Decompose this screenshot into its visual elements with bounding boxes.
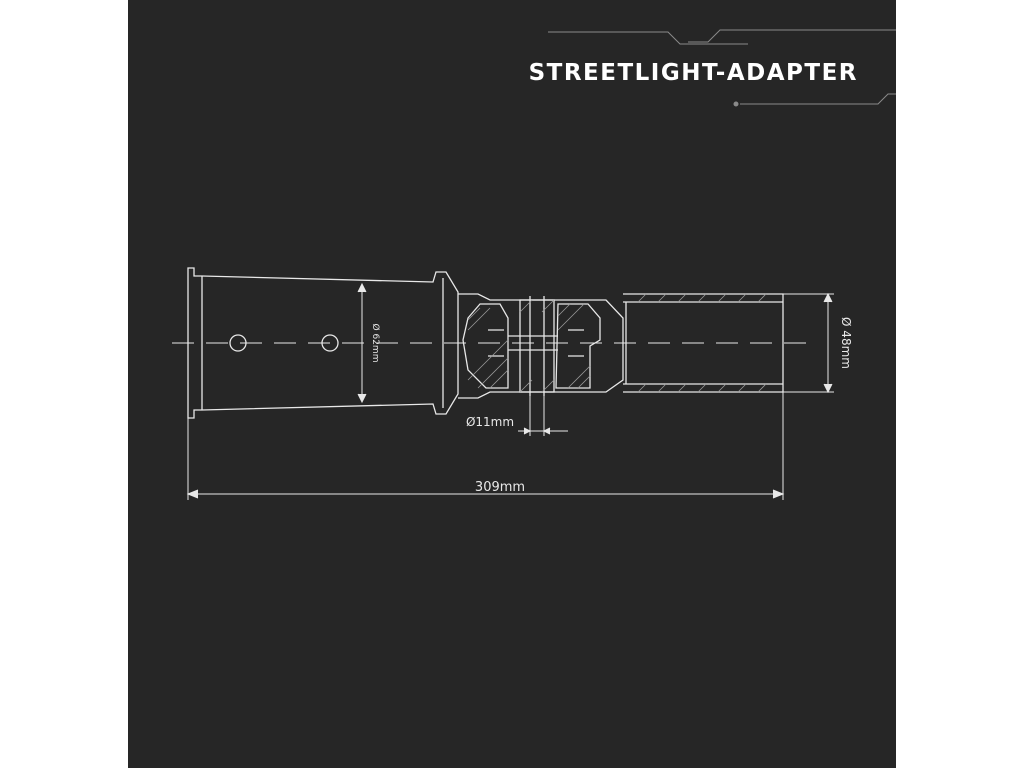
decorative-trace-lines [548, 29, 896, 107]
joint-right-cup [555, 303, 601, 389]
overall-length-label: 309mm [475, 480, 525, 495]
socket-diameter-label: Ø 62mm [370, 324, 381, 363]
product-diagram-panel: 309mm Ø 48mm Ø 62mm Ø11mm STREETLIGHT-AD… [128, 0, 896, 768]
socket-body [187, 267, 459, 419]
bolt-diameter-dimension [518, 392, 568, 436]
tube-diameter-dimension [783, 292, 834, 394]
overall-length-dimension [186, 392, 785, 500]
joint-left-cup [462, 303, 509, 389]
tube-body [623, 293, 784, 393]
bolt-diameter-label: Ø11mm [466, 415, 514, 429]
technical-drawing: 309mm Ø 48mm Ø 62mm Ø11mm [172, 29, 896, 500]
joint-housing [458, 293, 624, 399]
bolt-core [519, 299, 555, 393]
product-title: STREETLIGHT-ADAPTER [528, 60, 858, 86]
socket-diameter-dimension [357, 282, 367, 404]
tube-diameter-label: Ø 48mm [839, 317, 853, 369]
tube-hatching [637, 293, 767, 393]
adapter-outline [187, 267, 784, 419]
section-hatching [467, 299, 591, 393]
